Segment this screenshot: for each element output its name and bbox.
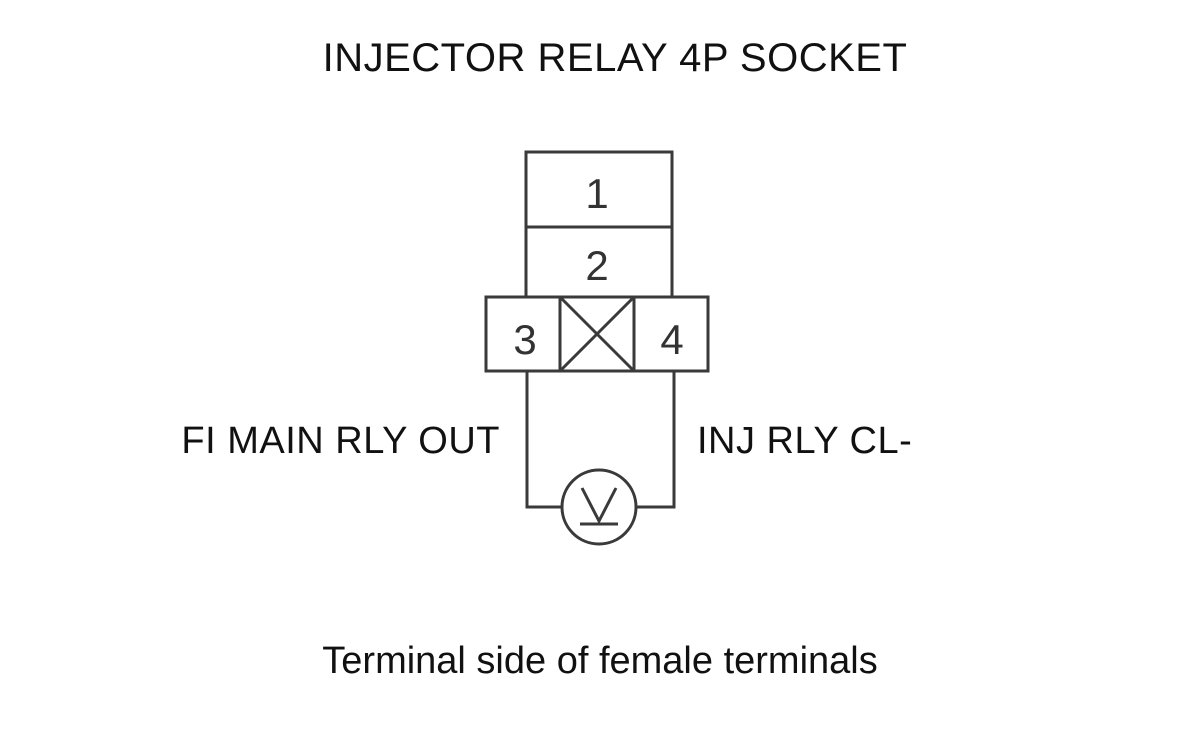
probe-label-right: INJ RLY CL- <box>697 420 913 462</box>
terminal-4-label: 4 <box>660 316 683 363</box>
probe-wire-left <box>525 371 562 509</box>
blank-cavity-cross <box>558 295 636 373</box>
diagram-caption: Terminal side of female terminals <box>322 640 878 682</box>
terminal-1-label: 1 <box>585 170 608 217</box>
diagram-title: INJECTOR RELAY 4P SOCKET <box>322 36 908 80</box>
probe-wire-right <box>636 371 676 509</box>
terminal-2-label: 2 <box>585 242 608 289</box>
connector-lower-body <box>484 295 710 373</box>
probe-label-left: FI MAIN RLY OUT <box>181 420 500 462</box>
voltmeter-icon <box>560 468 638 546</box>
terminal-3-label: 3 <box>513 316 536 363</box>
